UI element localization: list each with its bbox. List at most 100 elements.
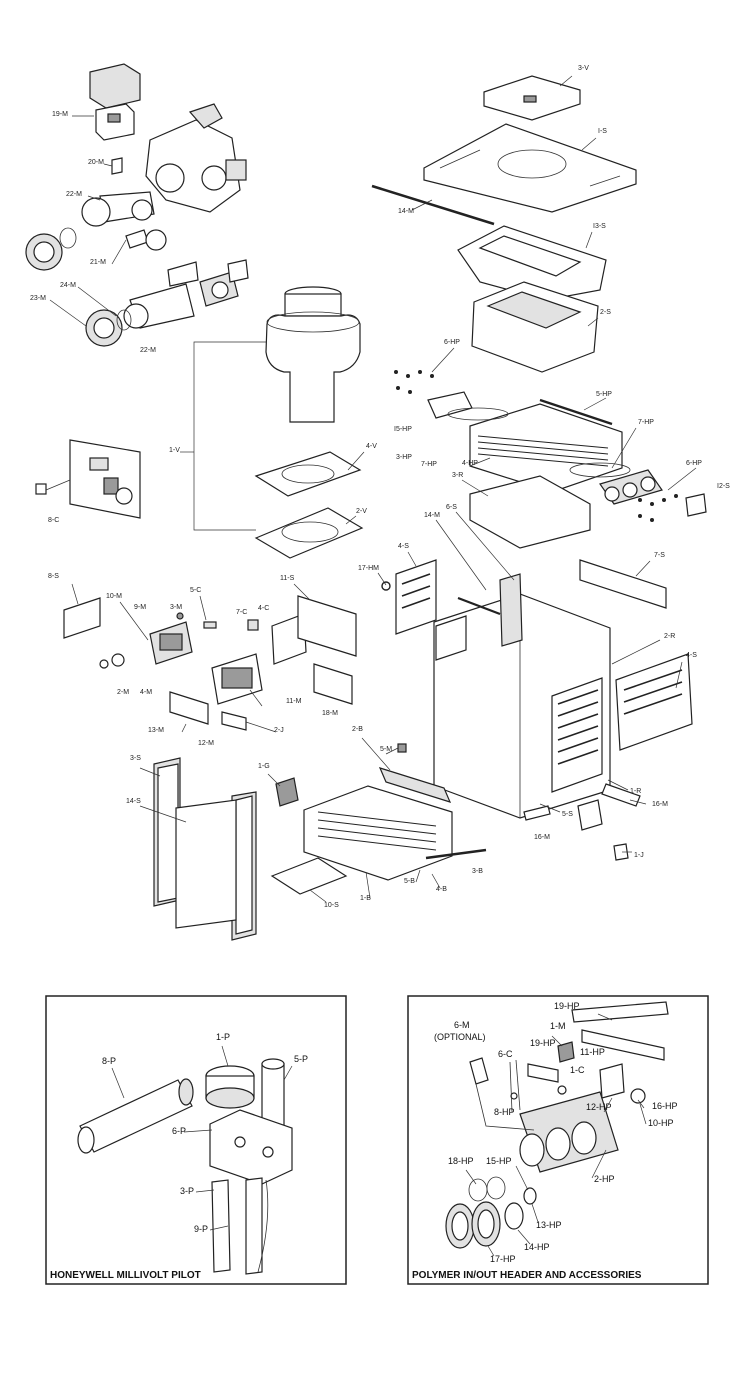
part-callout-62: 10-S	[324, 902, 339, 909]
pilot-callout-2: 5-P	[294, 1054, 308, 1064]
part-callout-51: 1-G	[258, 763, 270, 770]
part-callout-30: 7-S	[654, 552, 665, 559]
part-callout-4: 22-M	[66, 191, 82, 198]
part-callout-23: 4-V	[366, 443, 377, 450]
main-callout-labels: 3-V 19-M I-S 20-M 22-M 14-M I3-S 21-M 24-M 23-M 2-…	[30, 65, 730, 909]
header-callout-10: 8-HP	[494, 1107, 515, 1117]
part-callout-35: 9-M	[134, 604, 146, 611]
part-callout-10: 2-S	[600, 309, 611, 316]
part-callout-58: 5-B	[404, 878, 415, 885]
control-panel-parts	[63, 583, 357, 733]
gas-valve-assembly	[72, 63, 247, 213]
part-callout-56: 16-M	[534, 834, 550, 841]
header-callout-16: 14-HP	[524, 1242, 550, 1252]
part-callout-50: 3-S	[130, 755, 141, 762]
part-callout-6: I3-S	[593, 223, 606, 230]
part-callout-48: 5-M	[380, 746, 392, 753]
part-callout-43: 11-M	[286, 698, 302, 705]
part-callout-37: 7-C	[236, 609, 247, 616]
part-callout-5: 14-M	[398, 208, 414, 215]
part-callout-38: 4-C	[258, 605, 269, 612]
part-callout-2: I-S	[598, 128, 607, 135]
part-callout-44: 18-M	[322, 710, 338, 717]
part-callout-12: 6-HP	[444, 339, 460, 346]
part-callout-34: 10-M	[106, 593, 122, 600]
part-callout-27: 14-M	[424, 512, 440, 519]
pilot-callout-1: 8-P	[102, 1056, 116, 1066]
header-callout-9: 16-HP	[652, 1101, 678, 1111]
control-board	[35, 439, 141, 519]
part-callout-16: 3-HP	[396, 454, 412, 461]
part-callout-61: 1-B	[360, 895, 371, 902]
burner-tray	[267, 737, 487, 903]
header-callout-15: 13-HP	[536, 1220, 562, 1230]
millivolt-pilot-drawing	[77, 1045, 293, 1275]
header-callout-8: 12-HP	[586, 1102, 612, 1112]
header-callout-6: 11-HP	[580, 1047, 605, 1057]
part-callout-19: 6-HP	[686, 460, 702, 467]
header-callout-14: 2-HP	[594, 1174, 615, 1184]
part-callout-54: 16-M	[652, 801, 668, 808]
part-callout-45: 13-M	[148, 727, 164, 734]
part-callout-46: 2-J	[274, 727, 284, 734]
pilot-callout-0: 1-P	[216, 1032, 230, 1042]
part-callout-9: 23-M	[30, 295, 46, 302]
part-callout-17: 7-HP	[421, 461, 437, 468]
part-callout-24: 8-C	[48, 517, 59, 524]
part-callout-40: 4-S	[686, 652, 697, 659]
vent-stack	[180, 286, 365, 559]
part-callout-3: 20-M	[88, 159, 104, 166]
header-callout-17: 17-HP	[490, 1254, 516, 1264]
header-callout-0: 19-HP	[554, 1001, 580, 1011]
part-callout-0: 3-V	[578, 65, 589, 72]
header-callout-13: 15-HP	[486, 1156, 512, 1166]
part-callout-14: I5-HP	[394, 426, 412, 433]
part-callout-52: 1-R	[630, 788, 641, 795]
part-callout-8: 24-M	[60, 282, 76, 289]
part-callout-55: 5-S	[562, 811, 573, 818]
part-callout-53: 14-S	[126, 798, 141, 805]
part-callout-25: 2-V	[356, 508, 367, 515]
part-callout-26: 6-S	[446, 504, 457, 511]
heat-exchanger	[394, 347, 707, 549]
part-callout-11: 22-M	[140, 347, 156, 354]
header-callout-2: (OPTIONAL)	[434, 1032, 486, 1042]
header-callout-7: 1-C	[570, 1065, 585, 1075]
inset-left-title: HONEYWELL MILLIVOLT PILOT	[50, 1270, 201, 1281]
part-callout-36: 3-M	[170, 604, 182, 611]
part-callout-60: 3-B	[472, 868, 483, 875]
part-callout-7: 21-M	[90, 259, 106, 266]
pilot-callout-labels: 1-P 8-P 5-P 6-P 3-P 9-P	[102, 1032, 308, 1234]
header-callout-3: 1-M	[550, 1021, 566, 1031]
pilot-callout-5: 9-P	[194, 1224, 208, 1234]
part-callout-59: 4-B	[436, 886, 447, 893]
header-callout-12: 18-HP	[448, 1156, 474, 1166]
part-callout-22: 1-V	[169, 447, 180, 454]
part-callout-21: I2-S	[717, 483, 730, 490]
part-callout-13: 5-HP	[596, 391, 612, 398]
part-callout-57: 1-J	[634, 852, 644, 859]
header-callout-1: 6-M	[454, 1020, 470, 1030]
part-callout-32: 5-C	[190, 587, 201, 594]
pilot-callout-3: 6-P	[172, 1126, 186, 1136]
part-callout-28: 4-S	[398, 543, 409, 550]
part-callout-49: 2-B	[352, 726, 363, 733]
header-callout-11: 10-HP	[648, 1118, 674, 1128]
part-callout-18: 4-HP	[462, 460, 478, 467]
inset-right-title: POLYMER IN/OUT HEADER AND ACCESSORIES	[412, 1270, 642, 1281]
header-callout-5: 6-C	[498, 1049, 513, 1059]
part-callout-41: 2-M	[117, 689, 129, 696]
water-manifold-pipes	[25, 191, 249, 347]
part-callout-47: 12-M	[198, 740, 214, 747]
front-door-panel	[139, 757, 257, 941]
part-callout-1: 19-M	[52, 111, 68, 118]
header-callout-labels: 19-HP 6-M (OPTIONAL) 1-M 19-HP 6-C 11-HP 1-C 12-…	[434, 1001, 678, 1264]
part-callout-31: 8-S	[48, 573, 59, 580]
part-callout-42: 4-M	[140, 689, 152, 696]
pilot-callout-4: 3-P	[180, 1186, 194, 1196]
part-callout-39: 2-R	[664, 633, 675, 640]
header-callout-4: 19-HP	[530, 1038, 556, 1048]
part-callout-33: 11-S	[280, 575, 295, 582]
part-callout-29: 17-HM	[358, 565, 379, 572]
